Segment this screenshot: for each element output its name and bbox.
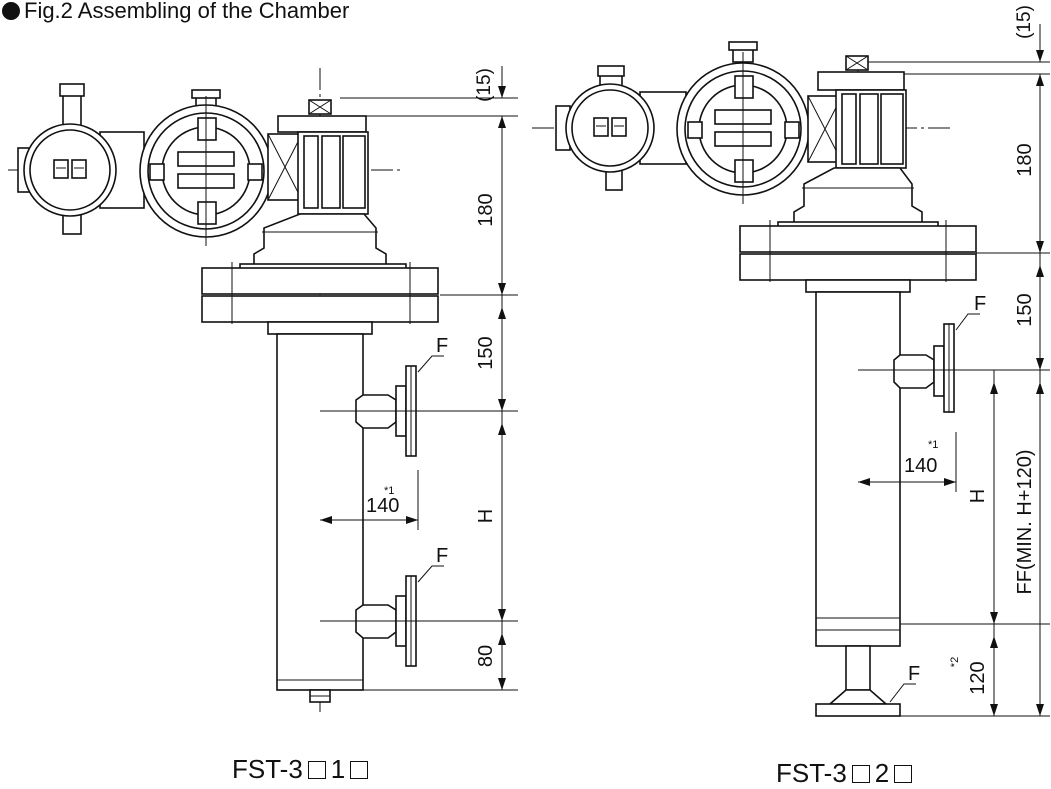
right-caption-mid: 2 — [874, 758, 890, 788]
left-caption: FST-3 1 — [232, 754, 373, 785]
left-caption-prefix: FST-3 — [232, 754, 303, 784]
right-dim-flange-nozzle: 150 — [1014, 293, 1036, 326]
right-chamber-body — [815, 291, 901, 717]
left-reach-value: 140 — [366, 495, 399, 517]
right-transmitter-housing — [676, 41, 810, 204]
left-dim-flange-nozzle: 150 — [475, 336, 497, 369]
right-assembly-drawing: F F *1 140 — [532, 5, 1050, 717]
right-actuator-head — [793, 55, 923, 225]
left-lower-flange-label: F — [436, 545, 448, 567]
right-caption: FST-3 2 — [776, 758, 917, 789]
right-dim-bottom: 120 — [967, 661, 989, 694]
right-dim-head: 180 — [1014, 143, 1036, 176]
left-chamber-body — [276, 333, 364, 703]
left-upper-flange-leader — [417, 355, 444, 373]
blank-box-icon — [851, 764, 870, 783]
right-dim-nozzle-gap: H — [967, 489, 989, 503]
left-junction-box — [17, 83, 145, 235]
right-dim-bottom-note: *2 — [949, 657, 961, 667]
left-upper-flange-label: F — [436, 335, 448, 357]
left-transmitter-housing — [139, 89, 273, 246]
right-lower-flange-label: F — [908, 663, 920, 685]
right-reach-value: 140 — [904, 455, 937, 477]
right-upper-flange-leader — [955, 313, 980, 331]
blank-box-icon — [307, 760, 326, 779]
figure-title-text: Fig.2 Assembling of the Chamber — [24, 0, 350, 23]
right-dim-top-offset: (15) — [1014, 5, 1035, 39]
left-dim-head: 180 — [475, 193, 497, 226]
bullet-icon — [2, 2, 20, 20]
left-assembly-drawing: F F *1 140 — [8, 66, 518, 712]
right-junction-box — [555, 65, 687, 191]
right-outer-dimension-column — [1036, 24, 1044, 716]
left-actuator-head — [253, 99, 387, 267]
right-side-nozzle — [893, 323, 955, 413]
blank-box-icon — [350, 760, 369, 779]
right-mounting-flange — [739, 220, 977, 293]
left-dim-bottom: 80 — [475, 645, 497, 667]
right-dim-ff: FF(MIN. H+120) — [1014, 449, 1036, 594]
left-mounting-flange — [201, 262, 439, 335]
left-lower-flange-leader — [417, 565, 444, 583]
blank-box-icon — [894, 764, 913, 783]
right-upper-flange-label: F — [974, 293, 986, 315]
right-inner-dimension-column — [990, 370, 998, 716]
left-reach-note: *1 — [384, 485, 394, 497]
right-reach-note: *1 — [928, 439, 938, 451]
left-dim-top-offset: (15) — [474, 68, 495, 102]
left-dimension-column — [498, 66, 506, 690]
right-lower-flange-leader — [889, 683, 916, 703]
right-caption-prefix: FST-3 — [776, 758, 847, 788]
left-dim-nozzle-gap: H — [475, 509, 497, 523]
left-caption-mid: 1 — [330, 754, 346, 784]
figure-title: Fig.2 Assembling of the Chamber — [2, 0, 349, 24]
